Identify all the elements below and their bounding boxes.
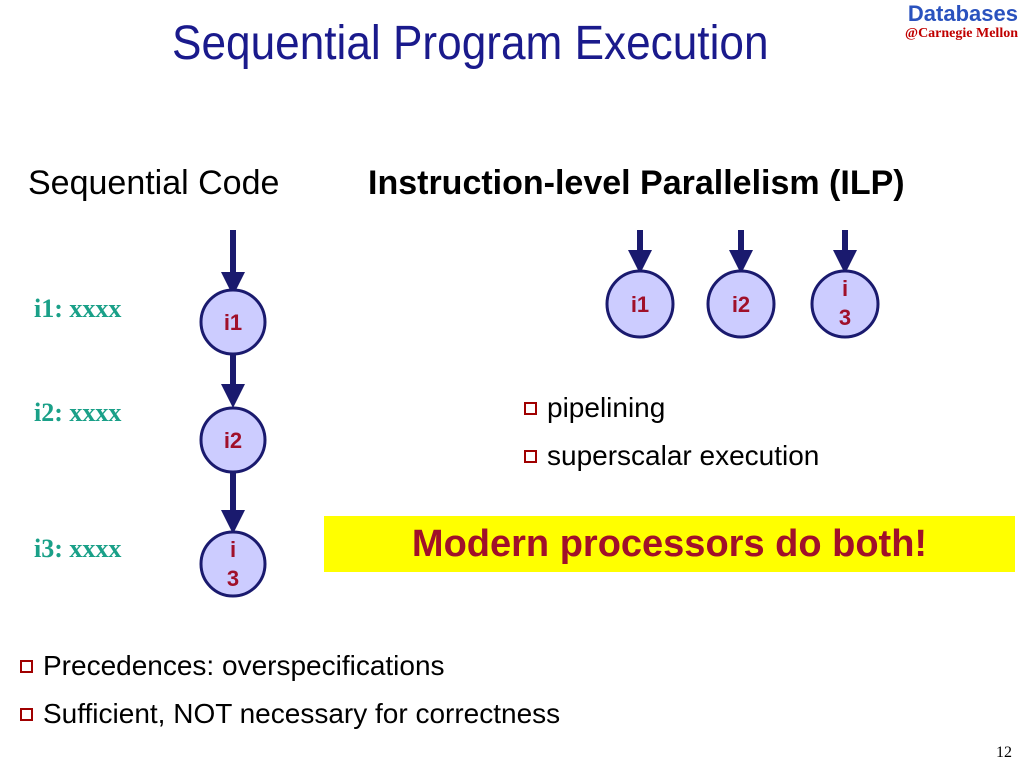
ilp-bullet-1-text: pipelining xyxy=(547,392,666,423)
page-number: 12 xyxy=(996,744,1012,761)
ilp-heading: Instruction-level Parallelism (ILP) xyxy=(368,164,905,202)
brand-name: Databases xyxy=(907,1,1018,26)
bottom-bullet-1-text: Precedences: overspecifications xyxy=(43,650,445,681)
code-line-1: i1: xxxx xyxy=(34,294,122,323)
bullet-square-icon xyxy=(20,707,33,721)
seq-node-i2-label: i2 xyxy=(224,428,242,453)
bullet-square-icon xyxy=(524,401,537,415)
seq-node-i1: i1 xyxy=(199,288,267,356)
seq-node-i3-label-top: i xyxy=(230,537,236,562)
ilp-node-i2-label: i2 xyxy=(732,292,750,317)
code-line-3: i3: xxxx xyxy=(34,534,122,563)
bullet-square-icon xyxy=(20,659,33,673)
ilp-node-i1: i1 xyxy=(605,269,675,339)
ilp-bullet-2: superscalar execution xyxy=(524,440,819,472)
brand-logo: Databases @Carnegie Mellon xyxy=(905,2,1018,42)
bottom-bullet-2: Sufficient, NOT necessary for correctnes… xyxy=(20,698,560,730)
callout-text: Modern processors do both! xyxy=(411,522,928,565)
ilp-node-i3-label-top: i xyxy=(842,276,848,301)
bullet-square-icon xyxy=(524,449,537,463)
slide-title: Sequential Program Execution xyxy=(172,17,769,70)
brand-institution: @Carnegie Mellon xyxy=(905,26,1018,41)
bottom-bullet-2-text: Sufficient, NOT necessary for correctnes… xyxy=(43,698,561,729)
ilp-node-i3: i 3 xyxy=(810,269,880,339)
seq-node-i2: i2 xyxy=(199,406,267,474)
ilp-node-i3-label-bottom: 3 xyxy=(839,305,851,330)
sequential-heading: Sequential Code xyxy=(28,164,280,202)
seq-node-i1-label: i1 xyxy=(224,310,242,335)
ilp-node-i1-label: i1 xyxy=(631,292,649,317)
ilp-node-i2: i2 xyxy=(706,269,776,339)
bottom-bullet-1: Precedences: overspecifications xyxy=(20,650,445,682)
ilp-bullet-1: pipelining xyxy=(524,392,665,424)
seq-node-i3-label-bottom: 3 xyxy=(227,566,239,591)
ilp-bullet-2-text: superscalar execution xyxy=(547,440,820,471)
callout-box: Modern processors do both! xyxy=(324,516,1015,572)
code-line-2: i2: xxxx xyxy=(34,398,122,427)
seq-node-i3: i 3 xyxy=(199,530,267,598)
